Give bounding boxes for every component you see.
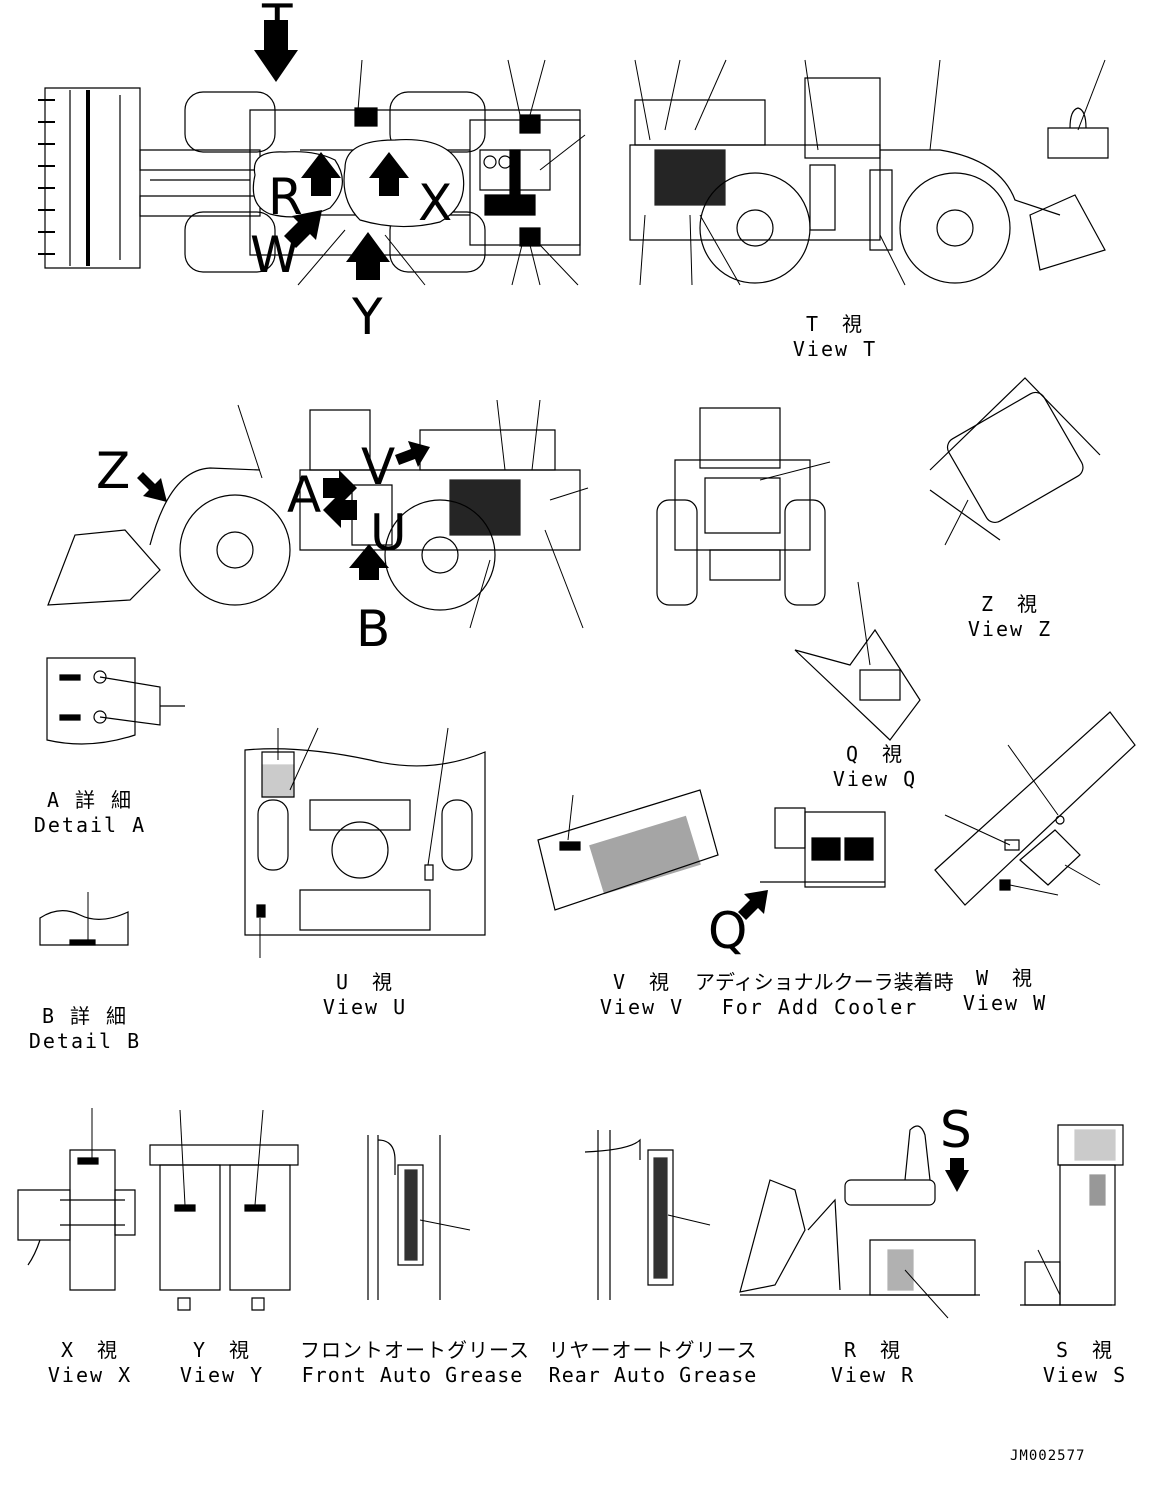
caption-view-r: R 視 View R: [813, 1338, 933, 1388]
caption-jp: R 視: [843, 1338, 903, 1362]
caption-en: View R: [830, 1363, 916, 1387]
caption-jp: リヤーオートグリース: [548, 1338, 758, 1362]
caption-en: Rear Auto Grease: [548, 1363, 758, 1387]
view-letter-r: R: [268, 168, 303, 226]
rear-view: [657, 408, 830, 605]
caption-jp: T 視: [805, 312, 865, 336]
caption-detail-a: A 詳 細 Detail A: [30, 788, 150, 838]
caption-en: View S: [1042, 1363, 1128, 1387]
caption-jp: W 視: [975, 966, 1035, 990]
caption-en: View W: [962, 991, 1048, 1015]
view-t-side: [630, 60, 1108, 285]
detail-a: [47, 658, 185, 744]
view-letter-u: U: [370, 504, 407, 562]
caption-detail-b: B 詳 細 Detail B: [25, 1004, 145, 1054]
caption-jp: アディショナルクーラ装着時: [695, 970, 954, 994]
caption-view-t: T 視 View T: [775, 312, 895, 362]
view-letter-x: X: [418, 174, 453, 232]
caption-en: Front Auto Grease: [301, 1363, 524, 1387]
caption-view-y: Y 視 View Y: [162, 1338, 282, 1388]
top-plan-view: [38, 20, 585, 285]
view-letter-t: T: [262, 0, 293, 52]
rear-auto-grease-view: [585, 1130, 710, 1300]
view-letter-b: B: [356, 600, 391, 658]
caption-view-x: X 視 View X: [30, 1338, 150, 1388]
caption-en: For Add Cooler: [721, 995, 919, 1019]
add-cooler-view: [738, 808, 885, 920]
caption-view-z: Z 視 View Z: [950, 592, 1070, 642]
view-letter-y: Y: [352, 288, 383, 346]
view-letter-w: W: [250, 226, 300, 284]
caption-jp: Z 視: [980, 592, 1040, 616]
caption-en: View Q: [832, 767, 918, 791]
caption-en: View X: [47, 1363, 133, 1387]
caption-en: View T: [792, 337, 878, 361]
caption-en: View Y: [179, 1363, 265, 1387]
caption-jp: U 視: [335, 970, 395, 994]
view-v: [538, 790, 718, 910]
caption-jp: A 詳 細: [46, 788, 134, 812]
view-x: [18, 1108, 135, 1290]
view-s: [1020, 1125, 1123, 1305]
detail-b: [40, 892, 128, 945]
caption-en: View Z: [967, 617, 1053, 641]
view-letter-z: Z: [96, 442, 131, 500]
caption-jp: S 視: [1055, 1338, 1115, 1362]
caption-jp: Q 視: [845, 742, 905, 766]
caption-en: Detail B: [28, 1029, 142, 1053]
caption-view-q: Q 視 View Q: [815, 742, 935, 792]
view-letter-a: A: [287, 466, 322, 524]
caption-en: View U: [322, 995, 408, 1019]
caption-view-w: W 視 View W: [945, 966, 1065, 1016]
view-r: [740, 1126, 980, 1318]
view-w: [935, 712, 1135, 905]
view-letter-s: S: [940, 1101, 972, 1159]
caption-view-v: V 視 View V: [582, 970, 702, 1020]
caption-view-s: S 視 View S: [1025, 1338, 1145, 1388]
caption-jp: X 視: [60, 1338, 120, 1362]
caption-en: Detail A: [33, 813, 147, 837]
drawing-code: JM002577: [1010, 1448, 1086, 1464]
caption-jp: B 詳 細: [41, 1004, 129, 1028]
caption-front-auto-grease: フロントオートグリース Front Auto Grease: [300, 1338, 530, 1388]
front-auto-grease-view: [368, 1135, 470, 1300]
view-letter-q: Q: [708, 902, 748, 960]
caption-jp: フロントオートグリース: [300, 1338, 530, 1362]
view-q: [795, 582, 920, 740]
view-u: [245, 728, 485, 958]
side-view-left: [48, 400, 588, 628]
caption-jp: V 視: [612, 970, 672, 994]
view-z: [930, 378, 1100, 545]
caption-jp: Y 視: [192, 1338, 252, 1362]
caption-en: View V: [599, 995, 685, 1019]
caption-add-cooler: アディショナルクーラ装着時 For Add Cooler: [695, 970, 954, 1020]
view-letter-v: V: [361, 438, 396, 496]
caption-rear-auto-grease: リヤーオートグリース Rear Auto Grease: [548, 1338, 758, 1388]
caption-view-u: U 視 View U: [305, 970, 425, 1020]
view-y: [150, 1110, 298, 1310]
